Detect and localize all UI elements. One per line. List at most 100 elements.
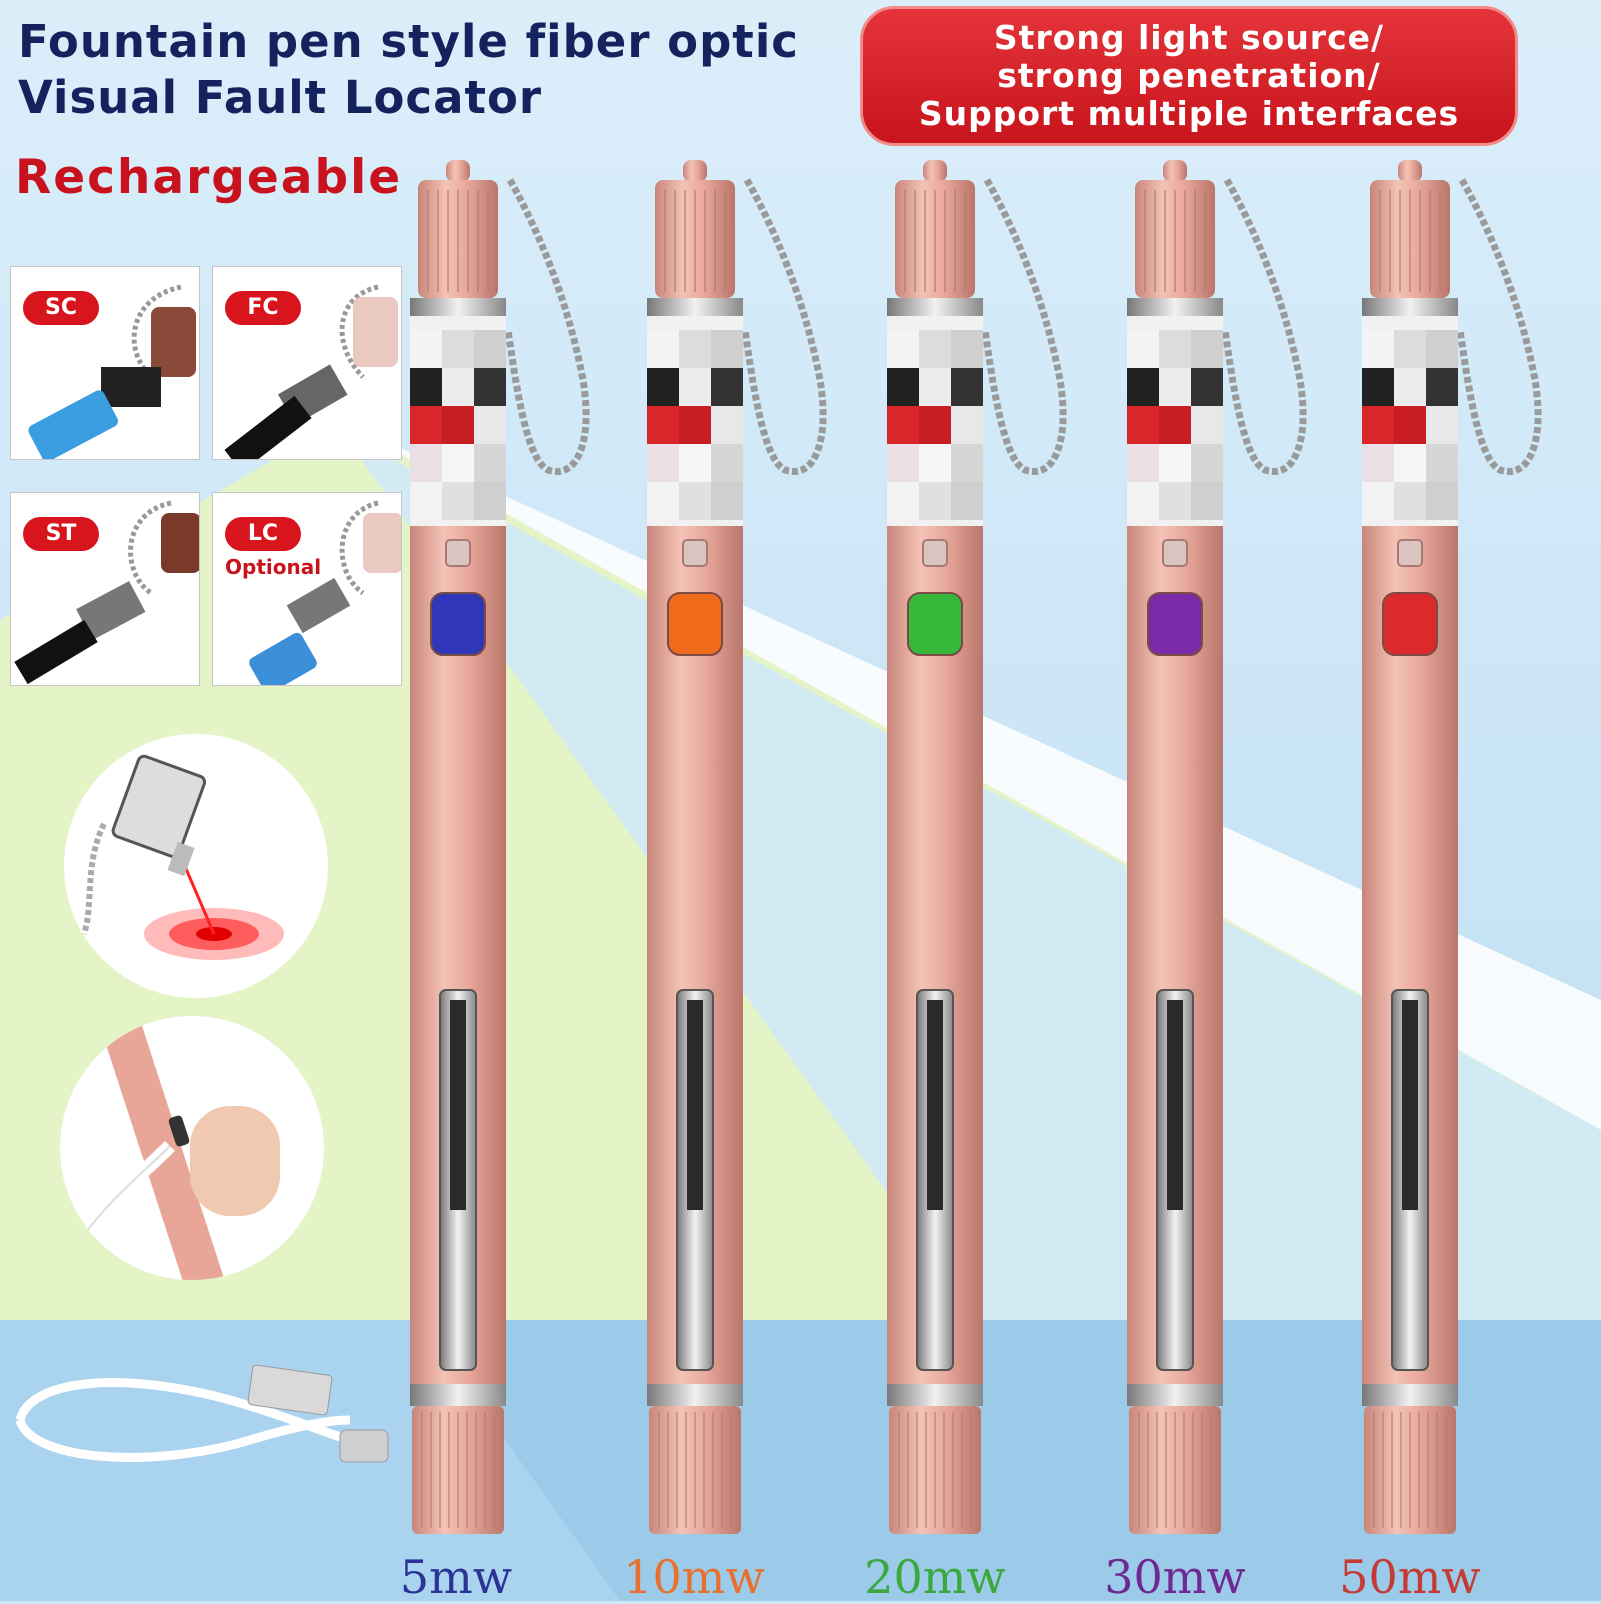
sc-connector-icon (28, 284, 196, 459)
pixel-block (887, 368, 919, 406)
metal-band (1127, 298, 1223, 316)
pixel-block (1426, 406, 1458, 444)
pen-20mw (887, 160, 1067, 1534)
fc-connector-icon (224, 284, 398, 459)
pixel-block (474, 406, 506, 444)
cap-ring (923, 160, 947, 182)
laser-demo-image (64, 734, 328, 998)
pixel-block (442, 444, 474, 482)
pixel-block (887, 330, 919, 368)
pixel-block (1362, 444, 1394, 482)
power-button (907, 592, 963, 656)
interface-tile-sc: SC (10, 266, 200, 460)
pixel-block (410, 444, 442, 482)
pixel-block (647, 406, 679, 444)
pixel-block (919, 330, 951, 368)
pixel-block (1159, 368, 1191, 406)
pixel-block (887, 406, 919, 444)
pixel-block (1426, 444, 1458, 482)
pixel-block (1426, 330, 1458, 368)
clip-slot (1402, 1000, 1418, 1210)
cap-ring (683, 160, 707, 182)
pixel-block (679, 482, 711, 520)
power-button (1147, 592, 1203, 656)
pixel-block (647, 330, 679, 368)
pixel-block (919, 368, 951, 406)
optional-note: Optional (225, 555, 322, 579)
bottom-band (647, 1384, 743, 1406)
pixel-block (474, 368, 506, 406)
pixel-block (951, 444, 983, 482)
power-label-20mw: 20mw (864, 1550, 1006, 1604)
power-button (667, 592, 723, 656)
pixel-block (919, 482, 951, 520)
pixel-block (919, 444, 951, 482)
bottom-band (1127, 1384, 1223, 1406)
pixel-block (1159, 482, 1191, 520)
st-connector-icon (14, 500, 199, 685)
pixel-block (474, 482, 506, 520)
pixel-block (647, 444, 679, 482)
lc-connector-icon (249, 500, 401, 685)
interface-tag: LC (225, 517, 301, 551)
pixel-block (711, 330, 743, 368)
cap-ring (446, 160, 470, 182)
pixel-block (1127, 368, 1159, 406)
interface-tag: FC (225, 291, 301, 325)
pixel-block (442, 482, 474, 520)
pixel-block (1394, 330, 1426, 368)
pixel-block (410, 368, 442, 406)
clip-slot (687, 1000, 703, 1210)
pixel-block (1191, 406, 1223, 444)
keychain-icon (1221, 178, 1307, 475)
metal-band (410, 298, 506, 316)
feature-line-1: Strong light source/ (993, 18, 1385, 57)
power-label-10mw: 10mw (623, 1550, 765, 1604)
pixel-block (711, 444, 743, 482)
pixel-block (442, 368, 474, 406)
metal-band (647, 298, 743, 316)
interface-tag: ST (23, 517, 99, 551)
interface-tile-st: ST (10, 492, 200, 686)
clip-slot (1167, 1000, 1183, 1210)
power-label-5mw: 5mw (399, 1550, 513, 1604)
feature-line-2: strong penetration/ (997, 56, 1381, 95)
led-window (1397, 539, 1423, 567)
pixel-block (951, 330, 983, 368)
pixel-block (951, 368, 983, 406)
pixel-block (1362, 368, 1394, 406)
pixel-block (887, 444, 919, 482)
power-label-30mw: 30mw (1104, 1550, 1246, 1604)
pixel-block (1159, 406, 1191, 444)
page-title: Fountain pen style fiber optic Visual Fa… (18, 14, 799, 126)
feature-line-3: Support multiple interfaces (918, 94, 1460, 133)
pixel-block (1362, 406, 1394, 444)
title-line-2: Visual Fault Locator (18, 71, 543, 124)
interface-tile-lc: LC Optional (212, 492, 402, 686)
pixel-block (1362, 482, 1394, 520)
keychain-icon (1456, 178, 1542, 475)
cap-ring (1163, 160, 1187, 182)
pixel-block (442, 330, 474, 368)
pen-10mw (647, 160, 827, 1534)
power-label-50mw: 50mw (1339, 1550, 1481, 1604)
title-line-1: Fountain pen style fiber optic (18, 15, 799, 68)
cap-ring (1398, 160, 1422, 182)
interface-tile-fc: FC (212, 266, 402, 460)
bottom-band (887, 1384, 983, 1406)
clip-slot (450, 1000, 466, 1210)
pixel-block (887, 482, 919, 520)
pixel-block (1159, 444, 1191, 482)
metal-band (887, 298, 983, 316)
pixel-block (919, 406, 951, 444)
pixel-block (1394, 368, 1426, 406)
keychain-icon (981, 178, 1067, 475)
pixel-block (474, 330, 506, 368)
pixel-block (1426, 482, 1458, 520)
led-window (922, 539, 948, 567)
pixel-block (442, 406, 474, 444)
keychain-icon (741, 178, 827, 475)
pixel-block (1191, 330, 1223, 368)
pixel-block (711, 368, 743, 406)
charging-demo-image (60, 1016, 324, 1280)
